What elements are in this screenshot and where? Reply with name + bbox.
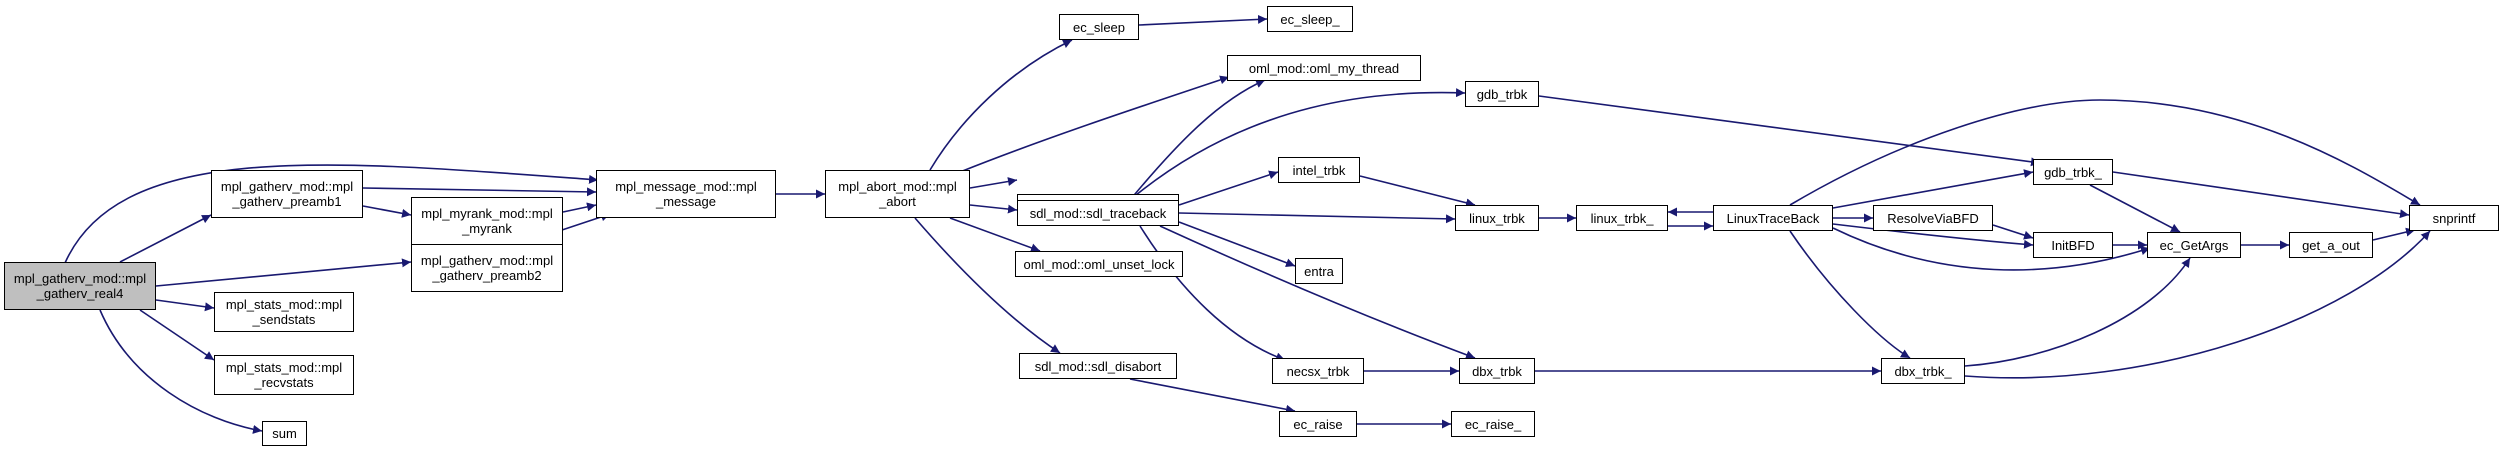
node-snprintf[interactable]: snprintf <box>2409 205 2499 231</box>
node-dbx-trbk-underscore[interactable]: dbx_trbk_ <box>1881 358 1965 384</box>
node-ec-sleep-underscore[interactable]: ec_sleep_ <box>1267 6 1353 32</box>
edge-abort-oml_my_thread <box>959 75 1230 173</box>
edge-myrank-message <box>562 202 597 213</box>
node-init-bfd[interactable]: InitBFD <box>2033 232 2113 258</box>
edge-preamb1-myrank <box>362 205 412 218</box>
node-mpl-sendstats[interactable]: mpl_stats_mod::mpl _sendstats <box>214 292 354 332</box>
node-linux-traceback[interactable]: LinuxTraceBack <box>1713 205 1833 231</box>
node-sdl-traceback[interactable]: sdl_mod::sdl_traceback <box>1017 200 1179 226</box>
node-resolve-via-bfd[interactable]: ResolveViaBFD <box>1873 205 1993 231</box>
node-gdb-trbk-underscore[interactable]: gdb_trbk_ <box>2033 159 2113 185</box>
edge-root-sendstats <box>155 299 215 312</box>
edge-sdl-entra <box>1178 221 1296 268</box>
node-gdb-trbk[interactable]: gdb_trbk <box>1465 81 1539 107</box>
edge-LTB-ec_GetArgs <box>1832 227 2151 271</box>
edge-sdl-oml_my_thread <box>1129 79 1266 201</box>
edge-ec_sleep-ec_sleep_ <box>1138 14 1268 26</box>
node-mpl-gatherv-preamb1[interactable]: mpl_gatherv_mod::mpl _gatherv_preamb1 <box>211 170 363 218</box>
edge-root-message <box>64 164 599 264</box>
edge-abort-ec_sleep <box>929 39 1073 171</box>
node-linux-trbk[interactable]: linux_trbk <box>1455 205 1539 231</box>
edge-root-preamb1 <box>119 214 212 263</box>
edge-sdl-linux_trbk <box>1178 212 1456 224</box>
node-mpl-gatherv-real4[interactable]: mpl_gatherv_mod::mpl _gatherv_real4 <box>4 262 156 310</box>
edge-abort-oml_unset_lock <box>949 217 1041 253</box>
edge-sdl-intel_trbk <box>1178 170 1279 206</box>
edge-disabort-ec_raise <box>1129 378 1296 414</box>
edge-gdb_trbk_-snprintf <box>2112 171 2410 219</box>
edge-gdb_trbk_-ec_GetArgs <box>2089 184 2181 233</box>
edge-root-preamb2 <box>155 258 412 287</box>
node-mpl-myrank[interactable]: mpl_myrank_mod::mpl _myrank <box>411 197 563 245</box>
node-entra[interactable]: entra <box>1295 258 1343 284</box>
node-dbx-trbk[interactable]: dbx_trbk <box>1459 358 1535 384</box>
edge-preamb1-message <box>362 187 597 197</box>
node-ec-get-args[interactable]: ec_GetArgs <box>2147 232 2241 258</box>
node-oml-my-thread[interactable]: oml_mod::oml_my_thread <box>1227 55 1421 81</box>
node-mpl-recvstats[interactable]: mpl_stats_mod::mpl _recvstats <box>214 355 354 395</box>
edge-abort-oml_set_lock <box>969 177 1018 189</box>
node-get-a-out[interactable]: get_a_out <box>2289 232 2373 258</box>
node-necsx-trbk[interactable]: necsx_trbk <box>1272 358 1364 384</box>
edge-abort-sdl_disabort <box>914 217 1061 354</box>
edge-get_a_out-snprintf <box>2372 227 2416 241</box>
edge-LTB-dbx_trbk_ <box>1789 230 1911 359</box>
edge-sdl-necsx_trbk <box>1139 225 1286 362</box>
edge-dbx_trbk_-ec_GetArgs <box>1964 257 2191 367</box>
edge-root-sum <box>99 309 263 434</box>
node-ec-raise-underscore[interactable]: ec_raise_ <box>1451 411 1535 437</box>
node-linux-trbk-underscore[interactable]: linux_trbk_ <box>1576 205 1668 231</box>
node-ec-raise[interactable]: ec_raise <box>1279 411 1357 437</box>
node-oml-unset-lock[interactable]: oml_mod::oml_unset_lock <box>1015 251 1183 277</box>
edge-root-recvstats <box>139 309 215 361</box>
node-mpl-abort[interactable]: mpl_abort_mod::mpl _abort <box>825 170 970 218</box>
edge-RVBFD-InitBFD <box>1992 224 2034 240</box>
node-mpl-gatherv-preamb2[interactable]: mpl_gatherv_mod::mpl _gatherv_preamb2 <box>411 244 563 292</box>
node-sdl-disabort[interactable]: sdl_mod::sdl_disabort <box>1019 353 1177 379</box>
node-intel-trbk[interactable]: intel_trbk <box>1278 157 1360 183</box>
edge-sdl-dbx_trbk <box>1159 225 1476 360</box>
node-sum[interactable]: sum <box>262 421 307 446</box>
edge-sdl-gdb_trbk <box>1129 88 1466 201</box>
edge-LTB-InitBFD <box>1832 223 2034 249</box>
edge-intel-linux_trbk <box>1359 175 1476 208</box>
edge-LTB-gdb_trbk_ <box>1832 169 2034 209</box>
edge-gdb_trbk-gdb_trbk_ <box>1538 95 2041 167</box>
node-mpl-message[interactable]: mpl_message_mod::mpl _message <box>596 170 776 218</box>
edge-LTB-snprintf <box>1789 99 2421 206</box>
edge-abort-sdl_traceback <box>969 204 1018 214</box>
edge-dbx_trbk_-snprintf <box>1964 230 2431 379</box>
node-ec-sleep[interactable]: ec_sleep <box>1059 14 1139 40</box>
